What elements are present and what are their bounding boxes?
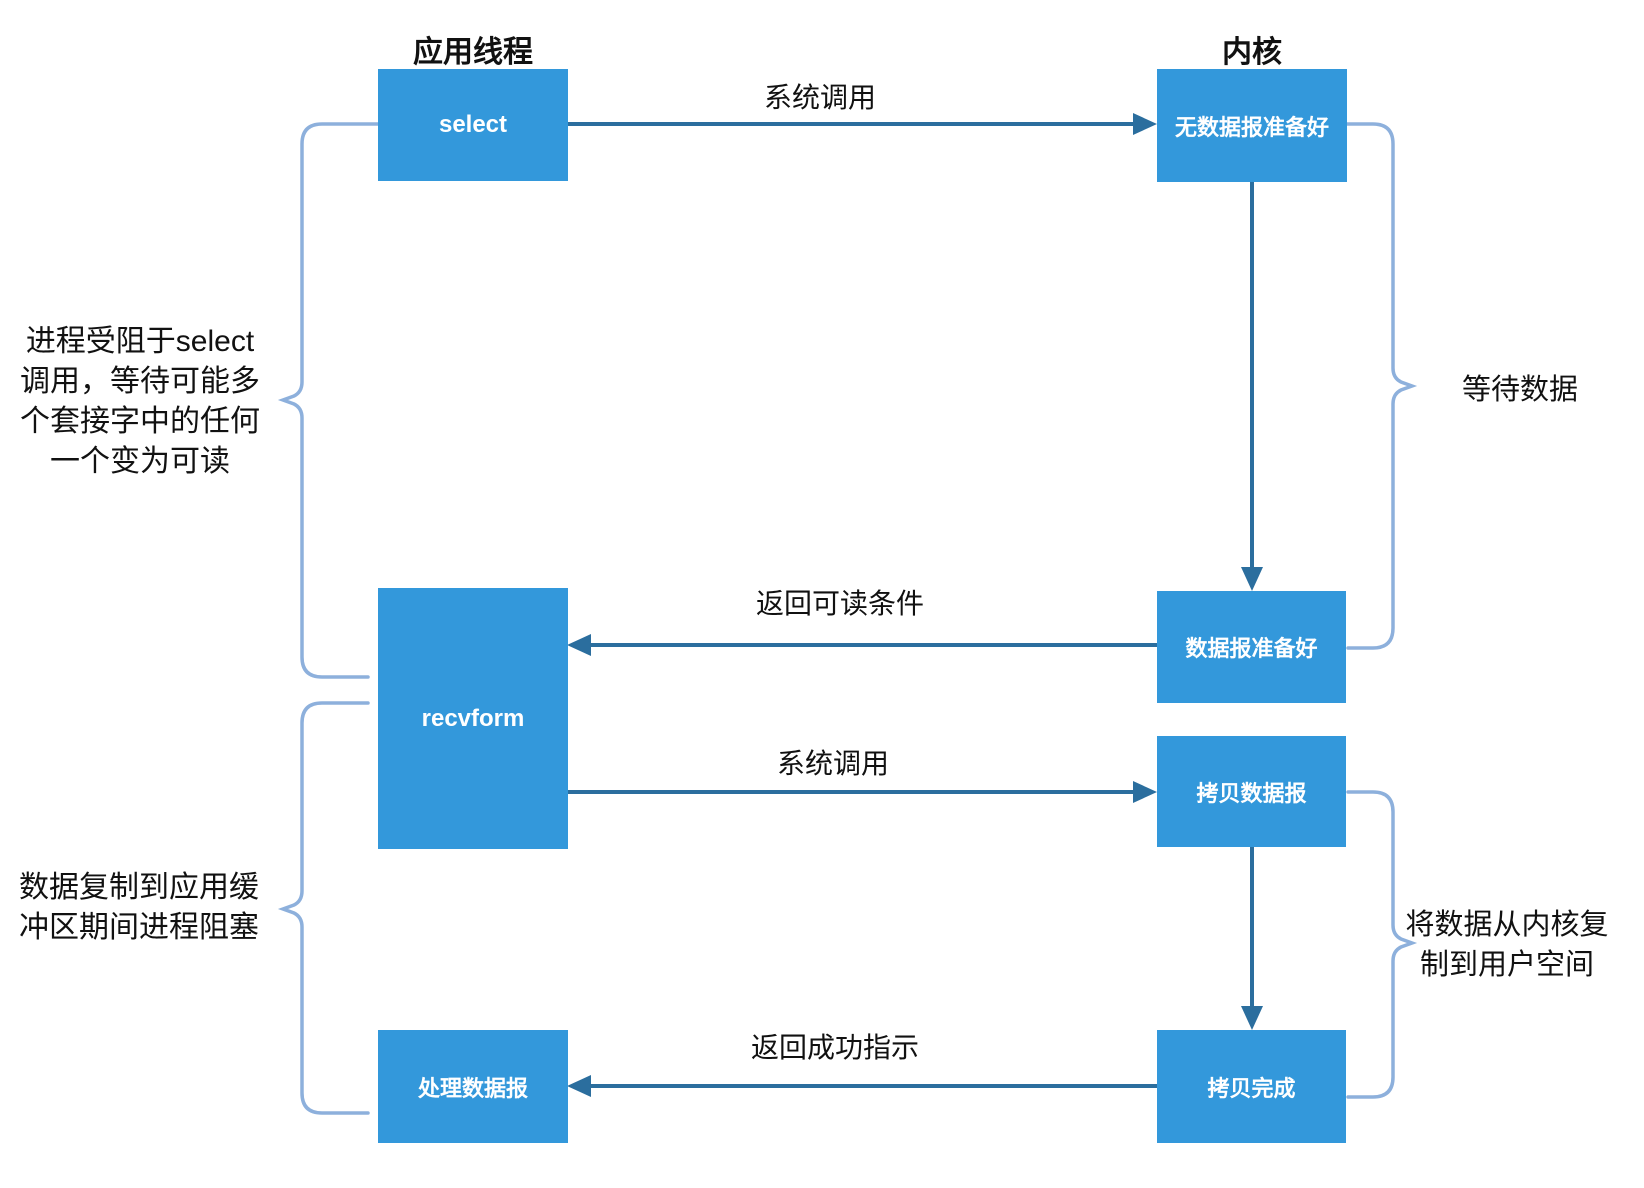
- syscall-1-arrowhead-icon: [1133, 113, 1157, 135]
- syscall-1-label: 系统调用: [763, 82, 876, 113]
- right-bracket-copy-kernel: [1346, 790, 1418, 1099]
- kernel-header: 内核: [1222, 36, 1282, 69]
- annotation-copy-kernel: 将数据从内核复 制到用户空间: [1405, 909, 1609, 981]
- syscall-2-label: 系统调用: [776, 748, 889, 779]
- node-no-datagram-ready: 无数据报准备好: [1157, 69, 1347, 182]
- return-success-arrowhead-icon: [567, 1075, 591, 1097]
- copy-progress-arrowhead-icon: [1241, 1006, 1263, 1030]
- left-bracket-copy-blocked: [277, 701, 370, 1115]
- return-readable-arrowhead-icon: [567, 634, 591, 656]
- annotation-wait-data: 等待数据: [1461, 374, 1578, 406]
- left-bracket-select-blocked: [277, 122, 380, 679]
- node-select: select: [378, 69, 568, 181]
- arrow-lines: [567, 122, 1254, 1088]
- annotation-select-blocked: 进程受阻于select 调用，等待可能多 个套接字中的任何 一个变为可读: [20, 325, 260, 478]
- return-success-label: 返回成功指示: [750, 1032, 919, 1063]
- right-bracket-wait-data: [1345, 122, 1418, 650]
- wait-data-arrowhead-icon: [1241, 567, 1263, 591]
- annotation-copy-blocked: 数据复制到应用缓 冲区期间进程阻塞: [19, 871, 259, 944]
- return-readable-label: 返回可读条件: [755, 588, 924, 619]
- brackets: [277, 122, 1418, 1115]
- node-datagram-ready: 数据报准备好: [1157, 591, 1346, 703]
- syscall-2-arrowhead-icon: [1133, 781, 1157, 803]
- node-recvform: recvform: [378, 588, 568, 849]
- node-copy-datagram: 拷贝数据报: [1157, 736, 1346, 847]
- node-process-datagram: 处理数据报: [378, 1030, 568, 1143]
- node-copy-complete: 拷贝完成: [1157, 1030, 1346, 1143]
- app-thread-header: 应用线程: [413, 36, 533, 69]
- arrow-heads: [567, 113, 1263, 1097]
